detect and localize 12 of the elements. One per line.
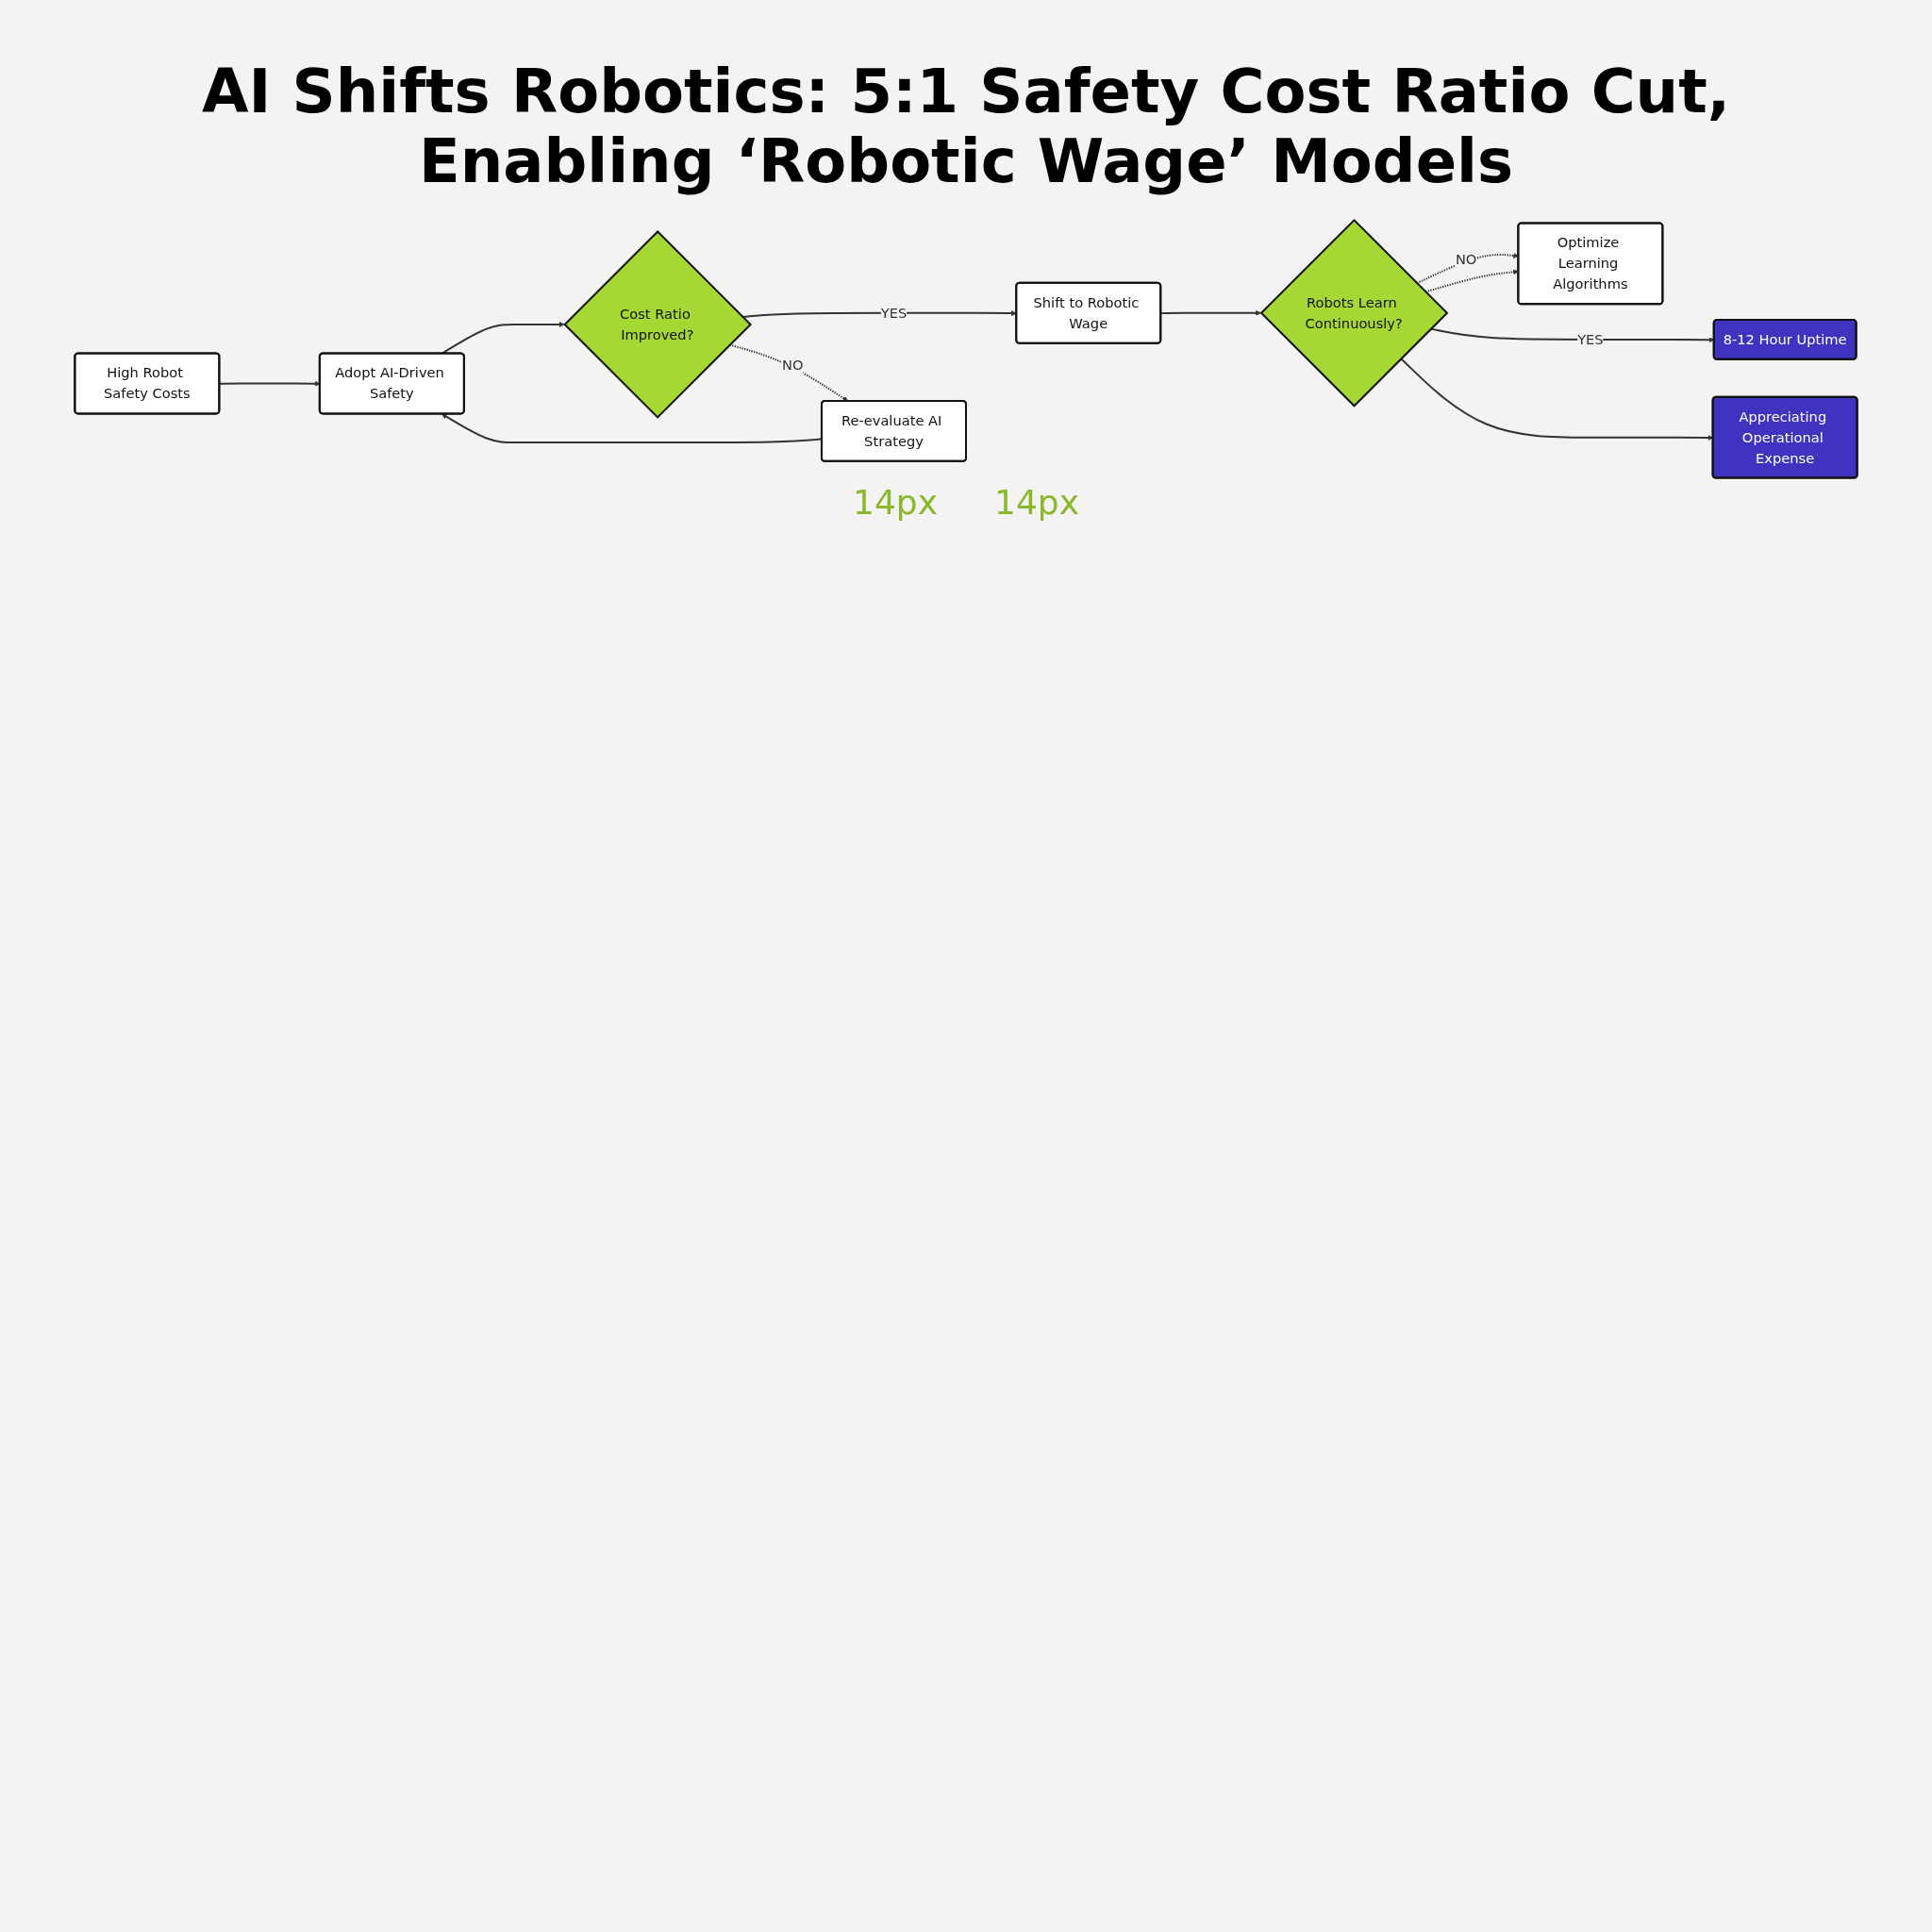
note-label: 14px <box>853 482 938 522</box>
arrow <box>741 310 1017 318</box>
arrow <box>441 322 565 355</box>
node-diamond: Robots Learn Continuously? <box>1259 218 1449 408</box>
edge-label: NO <box>1455 252 1477 268</box>
edge-label: YES <box>1577 331 1604 348</box>
node-diamond: Cost Ratio Improved? <box>563 230 752 419</box>
edge-label: NO <box>781 357 804 374</box>
diagram-title: AI Shifts Robotics: 5:1 Safety Cost Ratio Cut, Enabling ‘Robotic Wage’ Models <box>200 56 1732 198</box>
arrow <box>1416 253 1519 285</box>
note-label: 14px <box>994 482 1079 522</box>
edge-label: YES <box>880 305 908 322</box>
